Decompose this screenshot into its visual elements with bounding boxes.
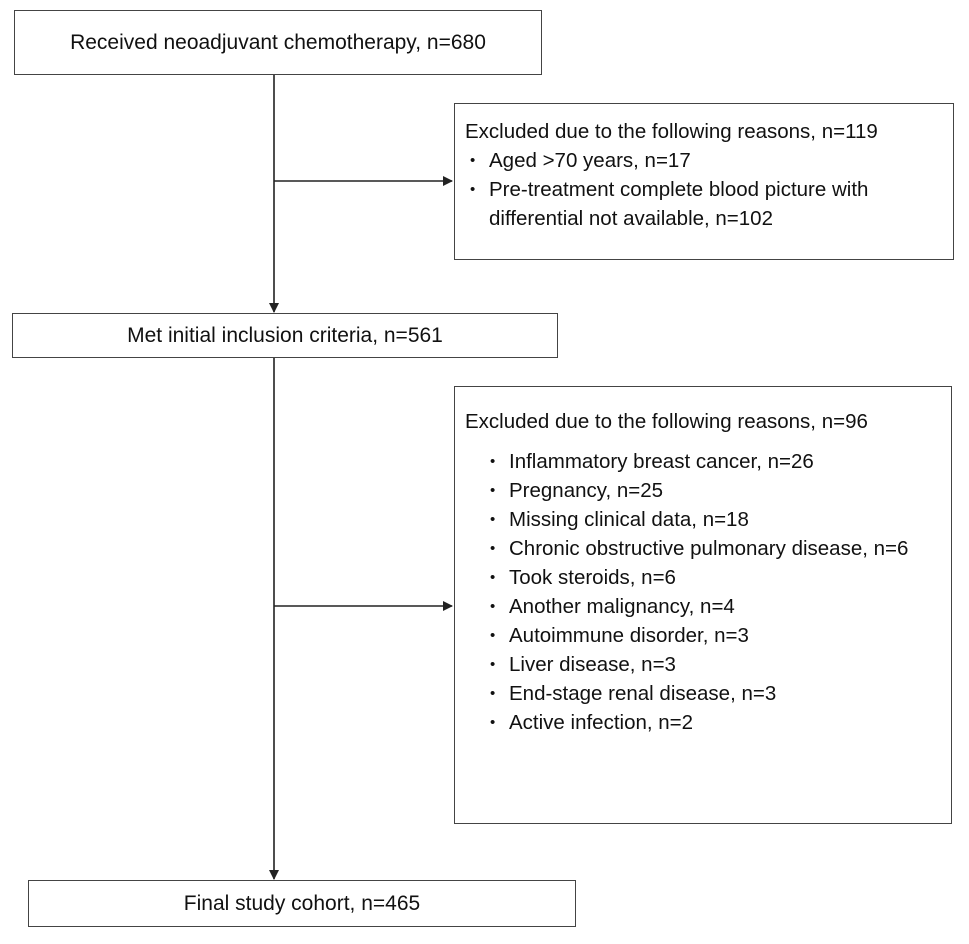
exclusion-item: Active infection, n=2	[485, 708, 941, 737]
step-box-received: Received neoadjuvant chemotherapy, n=680	[14, 10, 542, 75]
exclusion-item: Pre-treatment complete blood picture wit…	[465, 175, 943, 233]
exclusion-title-2: Excluded due to the following reasons, n…	[465, 410, 868, 433]
exclusion-list-1: Aged >70 years, n=17 Pre-treatment compl…	[465, 146, 943, 233]
exclusion-box-1: Excluded due to the following reasons, n…	[454, 103, 954, 260]
exclusion-title-1: Excluded due to the following reasons, n…	[465, 120, 878, 143]
exclusion-item: Autoimmune disorder, n=3	[485, 621, 941, 650]
exclusion-item: Took steroids, n=6	[485, 563, 941, 592]
exclusion-item: Missing clinical data, n=18	[485, 505, 941, 534]
step-label-met-criteria: Met initial inclusion criteria, n=561	[127, 323, 443, 347]
exclusion-item: Inflammatory breast cancer, n=26	[485, 447, 941, 476]
exclusion-item: Pregnancy, n=25	[485, 476, 941, 505]
exclusion-item: Another malignancy, n=4	[485, 592, 941, 621]
exclusion-list-2: Inflammatory breast cancer, n=26 Pregnan…	[465, 447, 941, 737]
exclusion-item: End-stage renal disease, n=3	[485, 679, 941, 708]
exclusion-item: Chronic obstructive pulmonary disease, n…	[485, 534, 941, 563]
step-label-final-cohort: Final study cohort, n=465	[183, 891, 421, 915]
exclusion-item: Liver disease, n=3	[485, 650, 941, 679]
step-box-met-criteria: Met initial inclusion criteria, n=561	[12, 313, 558, 358]
exclusion-box-2: Excluded due to the following reasons, n…	[454, 386, 952, 824]
step-label-received: Received neoadjuvant chemotherapy, n=680	[70, 30, 486, 54]
step-box-final-cohort: Final study cohort, n=465	[28, 880, 576, 927]
exclusion-item: Aged >70 years, n=17	[465, 146, 943, 175]
